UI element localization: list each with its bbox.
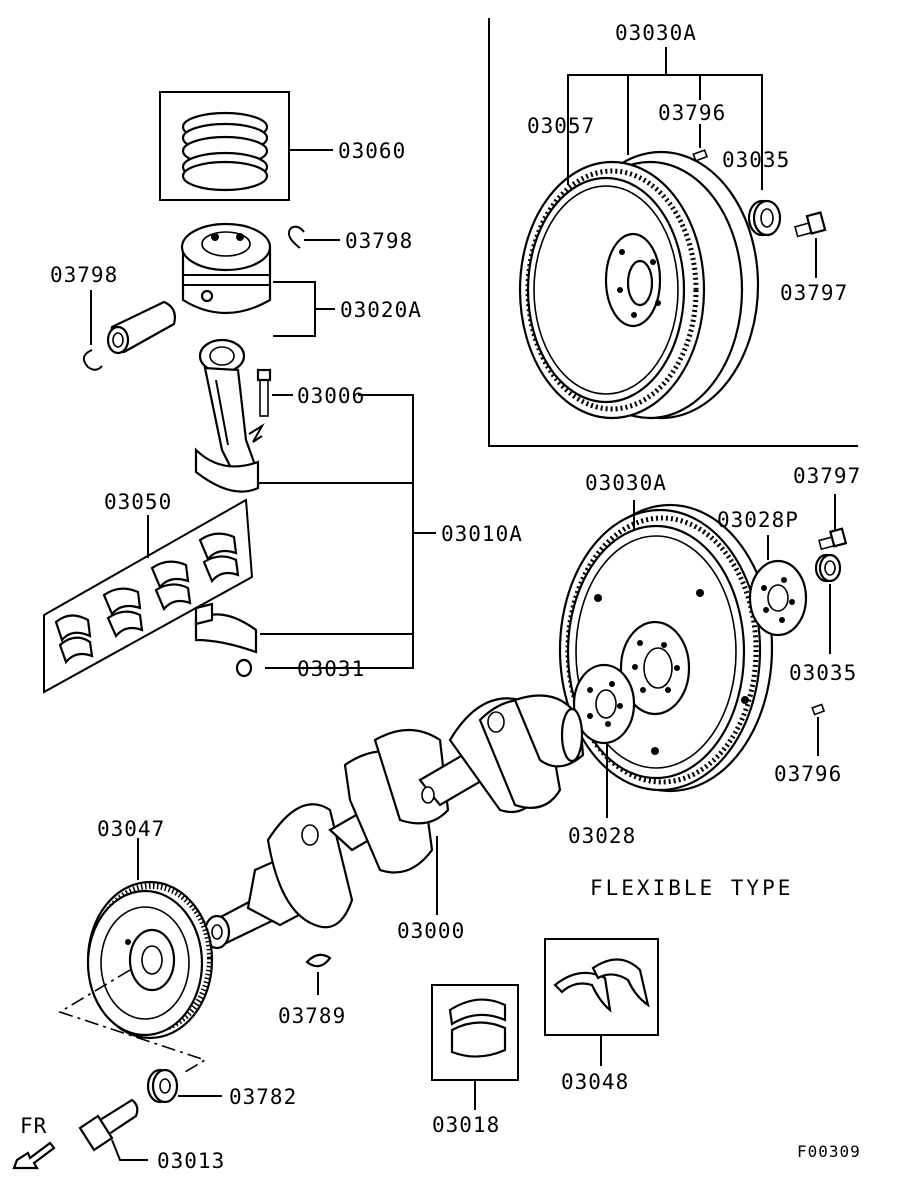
thrust-bearing-03018[interactable]: [431, 984, 519, 1081]
bolt-03797-top[interactable]: [794, 211, 827, 238]
leaders-top-right: [567, 47, 817, 278]
dashed-alignment: [58, 969, 207, 1073]
label-03006: 03006: [297, 384, 365, 408]
label-03797-top: 03797: [780, 281, 848, 305]
flexible-type-note: FLEXIBLE TYPE: [590, 876, 793, 900]
label-03796-mid: 03796: [774, 762, 842, 786]
leaders-03010A: [258, 394, 436, 669]
pin-03796-top[interactable]: [692, 149, 709, 162]
label-03020A: 03020A: [340, 298, 422, 322]
piston-rings-03060[interactable]: [159, 91, 290, 201]
clip-03798-right[interactable]: [287, 225, 305, 249]
front-arrow-icon: [12, 1141, 56, 1170]
nut-03031[interactable]: [235, 658, 253, 678]
rod-bolt-03006[interactable]: [256, 368, 272, 417]
label-03782: 03782: [229, 1085, 297, 1109]
crankshaft-03000[interactable]: [203, 694, 585, 950]
label-03000: 03000: [397, 919, 465, 943]
label-03047: 03047: [97, 817, 165, 841]
figure-code: F00309: [797, 1142, 861, 1161]
piston-pin[interactable]: [106, 300, 176, 355]
label-03057: 03057: [527, 114, 595, 138]
flywheel-box-frame: [488, 18, 858, 447]
thrust-washers-03048[interactable]: [544, 938, 659, 1036]
piston-03020A[interactable]: [180, 222, 272, 315]
connecting-rod[interactable]: [194, 338, 260, 493]
leaders-flexible: [606, 494, 836, 818]
plate-03028P[interactable]: [748, 559, 808, 637]
plate-03028[interactable]: [572, 663, 636, 745]
flywheel-flexible[interactable]: [558, 503, 774, 793]
label-03048: 03048: [561, 1070, 629, 1094]
label-03030A-mid: 03030A: [585, 471, 667, 495]
label-03798-right: 03798: [345, 229, 413, 253]
bolt-03797-mid[interactable]: [818, 527, 848, 551]
rod-cap[interactable]: [194, 602, 258, 654]
label-03030A-top: 03030A: [615, 21, 697, 45]
label-03050: 03050: [104, 490, 172, 514]
label-03018: 03018: [432, 1113, 500, 1137]
fr-label: FR: [20, 1114, 47, 1138]
label-03028: 03028: [568, 824, 636, 848]
pin-03796-mid[interactable]: [811, 703, 826, 716]
leader-03020A: [273, 281, 316, 337]
label-03028P: 03028P: [717, 508, 799, 532]
key-03789[interactable]: [305, 953, 332, 968]
damper-pulley-03047[interactable]: [86, 880, 214, 1040]
washer-03782[interactable]: [146, 1068, 179, 1104]
bolt-03013[interactable]: [78, 1098, 139, 1152]
label-03013: 03013: [157, 1149, 225, 1173]
bearing-03035-mid[interactable]: [814, 553, 842, 583]
label-03031: 03031: [297, 657, 365, 681]
label-03010A: 03010A: [441, 522, 523, 546]
flywheel-top[interactable]: [518, 150, 760, 420]
label-03796-top: 03796: [658, 101, 726, 125]
main-bearings-03050[interactable]: [43, 498, 254, 694]
label-03797-mid: 03797: [793, 464, 861, 488]
label-03789: 03789: [278, 1004, 346, 1028]
label-03035-top: 03035: [722, 148, 790, 172]
leader-03013: [111, 1139, 148, 1161]
clip-03798-left[interactable]: [82, 349, 103, 371]
label-03035-mid: 03035: [789, 661, 857, 685]
label-03060: 03060: [338, 139, 406, 163]
label-03798-left: 03798: [50, 263, 118, 287]
bearing-03035-top[interactable]: [747, 199, 782, 237]
